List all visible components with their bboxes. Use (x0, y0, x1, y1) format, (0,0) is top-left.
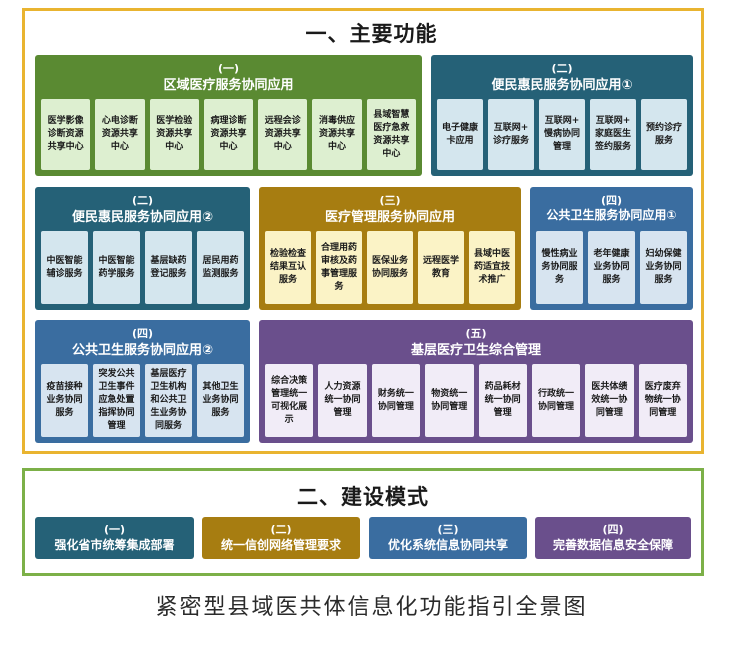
function-item: 合理用药 审核及药 事管理服 务 (316, 231, 362, 304)
panel-convenience-1: (二) 便民惠民服务协同应用① 电子健康 卡应用 互联网+ 诊疗服务 互联网+ … (431, 55, 693, 176)
function-item: 医学影像 诊断资源 共享中心 (41, 99, 91, 170)
function-item: 中医智能 药学服务 (93, 231, 140, 304)
function-item: 妇幼保健 业务协同 服务 (640, 231, 687, 304)
construction-mode-frame: 二、建设模式 (一) 强化省市统筹集成部署 (二) 统一信创网络管理要求 (三)… (22, 468, 704, 576)
function-item: 药品耗材 统一协同 管理 (478, 364, 527, 437)
section-title-construction-mode: 二、建设模式 (297, 485, 429, 509)
mode-number: (三) (437, 523, 459, 536)
function-item: 基层医疗 卫生机构 和公共卫 生业务协 同服务 (145, 364, 192, 437)
function-item: 互联网+ 诊疗服务 (488, 99, 534, 170)
panel-title: 便民惠民服务协同应用② (71, 210, 213, 225)
function-item: 基层缺药 登记服务 (145, 231, 192, 304)
function-item: 县域智慧 医疗急救 资源共享 中心 (366, 99, 416, 170)
function-item: 检验检查 结果互认 服务 (265, 231, 311, 304)
function-item: 医疗废弃 物统一协 同管理 (638, 364, 687, 437)
function-item: 行政统一 协同管理 (531, 364, 581, 437)
panel-title: 公共卫生服务协同应用② (71, 343, 213, 358)
mode-label: 强化省市统筹集成部署 (54, 538, 175, 552)
panel-title: 区域医疗服务协同应用 (163, 78, 294, 93)
panel-number: (二) (551, 62, 573, 75)
function-item: 远程医学 教育 (418, 231, 464, 304)
panel-public-health-2: (四) 公共卫生服务协同应用② 疫苗接种 业务协同 服务 突发公共 卫生事件 应… (35, 320, 250, 443)
panel-title: 基层医疗卫生综合管理 (410, 343, 541, 358)
function-item: 心电诊断 资源共享 中心 (95, 99, 145, 170)
function-item: 消毒供应 资源共享 中心 (312, 99, 362, 170)
function-item: 预约诊疗 服务 (641, 99, 687, 170)
function-item: 互联网+ 家庭医生 签约服务 (590, 99, 636, 170)
section-title-main-functions: 一、主要功能 (305, 22, 438, 46)
panel-public-health-1: (四) 公共卫生服务协同应用① 慢性病业 务协同服 务 老年健康 业务协同 服务… (530, 187, 693, 310)
function-item: 远程会诊 资源共享 中心 (258, 99, 308, 170)
mode-block: (三) 优化系统信息协同共享 (369, 517, 527, 559)
panel-number: (一) (217, 62, 240, 75)
mode-block: (一) 强化省市统筹集成部署 (35, 517, 194, 559)
mode-number: (二) (270, 523, 292, 536)
mode-label: 统一信创网络管理要求 (220, 538, 341, 552)
panel-medical-management: (三) 医疗管理服务协同应用 检验检查 结果互认 服务 合理用药 审核及药 事管… (259, 187, 521, 310)
mode-label: 完善数据信息安全保障 (552, 538, 673, 552)
function-item: 财务统一 协同管理 (371, 364, 421, 437)
mode-number: (四) (602, 523, 624, 536)
panel-title: 便民惠民服务协同应用① (491, 78, 633, 93)
panel-title: 公共卫生服务协同应用① (546, 208, 677, 222)
panel-regional-medical: (一) 区域医疗服务协同应用 医学影像 诊断资源 共享中心 心电诊断 资源共享 … (35, 55, 422, 176)
function-item: 居民用药 监测服务 (197, 231, 244, 304)
function-item: 物资统一 协同管理 (425, 364, 474, 437)
function-item: 医共体绩 效统一协 同管理 (585, 364, 634, 437)
panel-title: 医疗管理服务协同应用 (324, 210, 455, 225)
figure-caption: 紧密型县域医共体信息化功能指引全景图 (155, 595, 588, 620)
function-item: 人力资源 统一协同 管理 (318, 364, 367, 437)
panel-primary-care-management: (五) 基层医疗卫生综合管理 综合决策 管理统一 可视化展 示 人力资源 统一协… (259, 320, 693, 443)
function-item: 突发公共 卫生事件 应急处置 指挥协同 管理 (93, 364, 140, 437)
panel-convenience-2: (二) 便民惠民服务协同应用② 中医智能 辅诊服务 中医智能 药学服务 基层缺药… (35, 187, 250, 310)
mode-block: (二) 统一信创网络管理要求 (202, 517, 360, 559)
function-item: 老年健康 业务协同 服务 (588, 231, 635, 304)
mode-label: 优化系统信息协同共享 (387, 538, 508, 552)
panel-number: (五) (465, 327, 487, 340)
function-item: 病理诊断 资源共享 中心 (203, 99, 254, 170)
function-item: 中医智能 辅诊服务 (41, 231, 88, 304)
function-item: 县域中医 药适宜技 术推广 (469, 231, 515, 304)
mode-block: (四) 完善数据信息安全保障 (535, 517, 691, 559)
function-item: 疫苗接种 业务协同 服务 (41, 364, 88, 437)
mode-number: (一) (103, 523, 126, 536)
panel-number: (三) (379, 194, 401, 207)
panel-number: (四) (131, 327, 154, 340)
panel-number: (二) (131, 194, 154, 207)
function-item: 其他卫生 业务协同 服务 (197, 364, 244, 437)
function-item: 慢性病业 务协同服 务 (536, 231, 583, 304)
function-item: 综合决策 管理统一 可视化展 示 (265, 364, 314, 437)
function-item: 医学检验 资源共享 中心 (149, 99, 199, 170)
function-item: 医保业务 协同服务 (367, 231, 413, 304)
function-item: 互联网+ 慢病协同 管理 (539, 99, 585, 170)
function-item: 电子健康 卡应用 (437, 99, 483, 170)
panel-number: (四) (600, 194, 623, 207)
